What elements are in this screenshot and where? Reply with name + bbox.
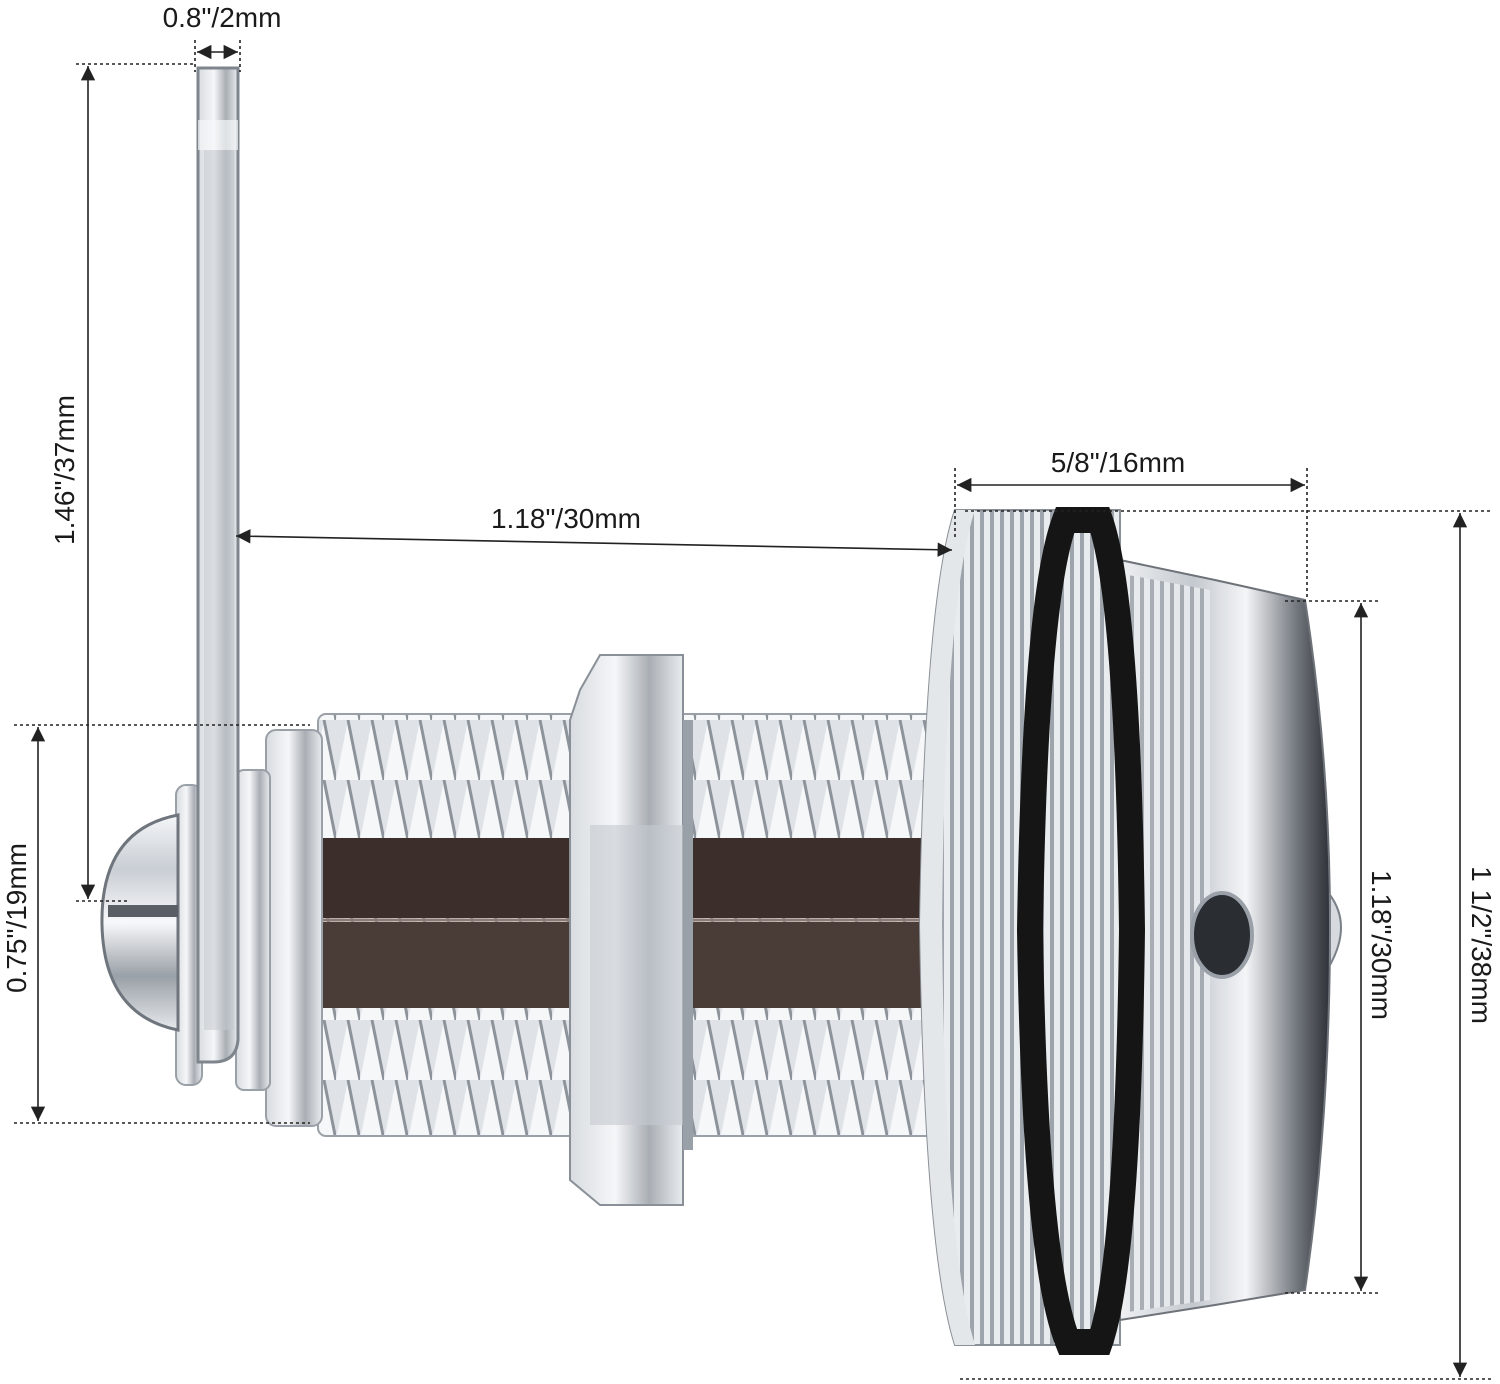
body-length-label: 1.18"/30mm bbox=[491, 503, 641, 534]
o-ring bbox=[1016, 507, 1146, 1355]
cam-thickness-label: 0.8"/2mm bbox=[163, 2, 282, 33]
dimension-labels: 0.8"/2mm 1.46"/37mm 0.75"/19mm 1.18"/30m… bbox=[1, 2, 1497, 1024]
hex-nut bbox=[569, 654, 693, 1206]
cam-offset-label: 0.75"/19mm bbox=[1, 843, 32, 993]
cam-length-label: 1.46"/37mm bbox=[49, 395, 80, 545]
body-length-arrow bbox=[235, 529, 953, 557]
screw-head bbox=[100, 813, 180, 1032]
dimension-lines bbox=[14, 40, 1492, 1380]
cam-lock-illustration bbox=[100, 66, 1342, 1355]
head-depth-label: 5/8"/16mm bbox=[1051, 447, 1185, 478]
head-outer-diameter-label: 1 1/2"/38mm bbox=[1466, 866, 1497, 1024]
head-inner-diameter-label: 1.18"/30mm bbox=[1366, 870, 1397, 1020]
cam-plate bbox=[196, 66, 240, 1064]
